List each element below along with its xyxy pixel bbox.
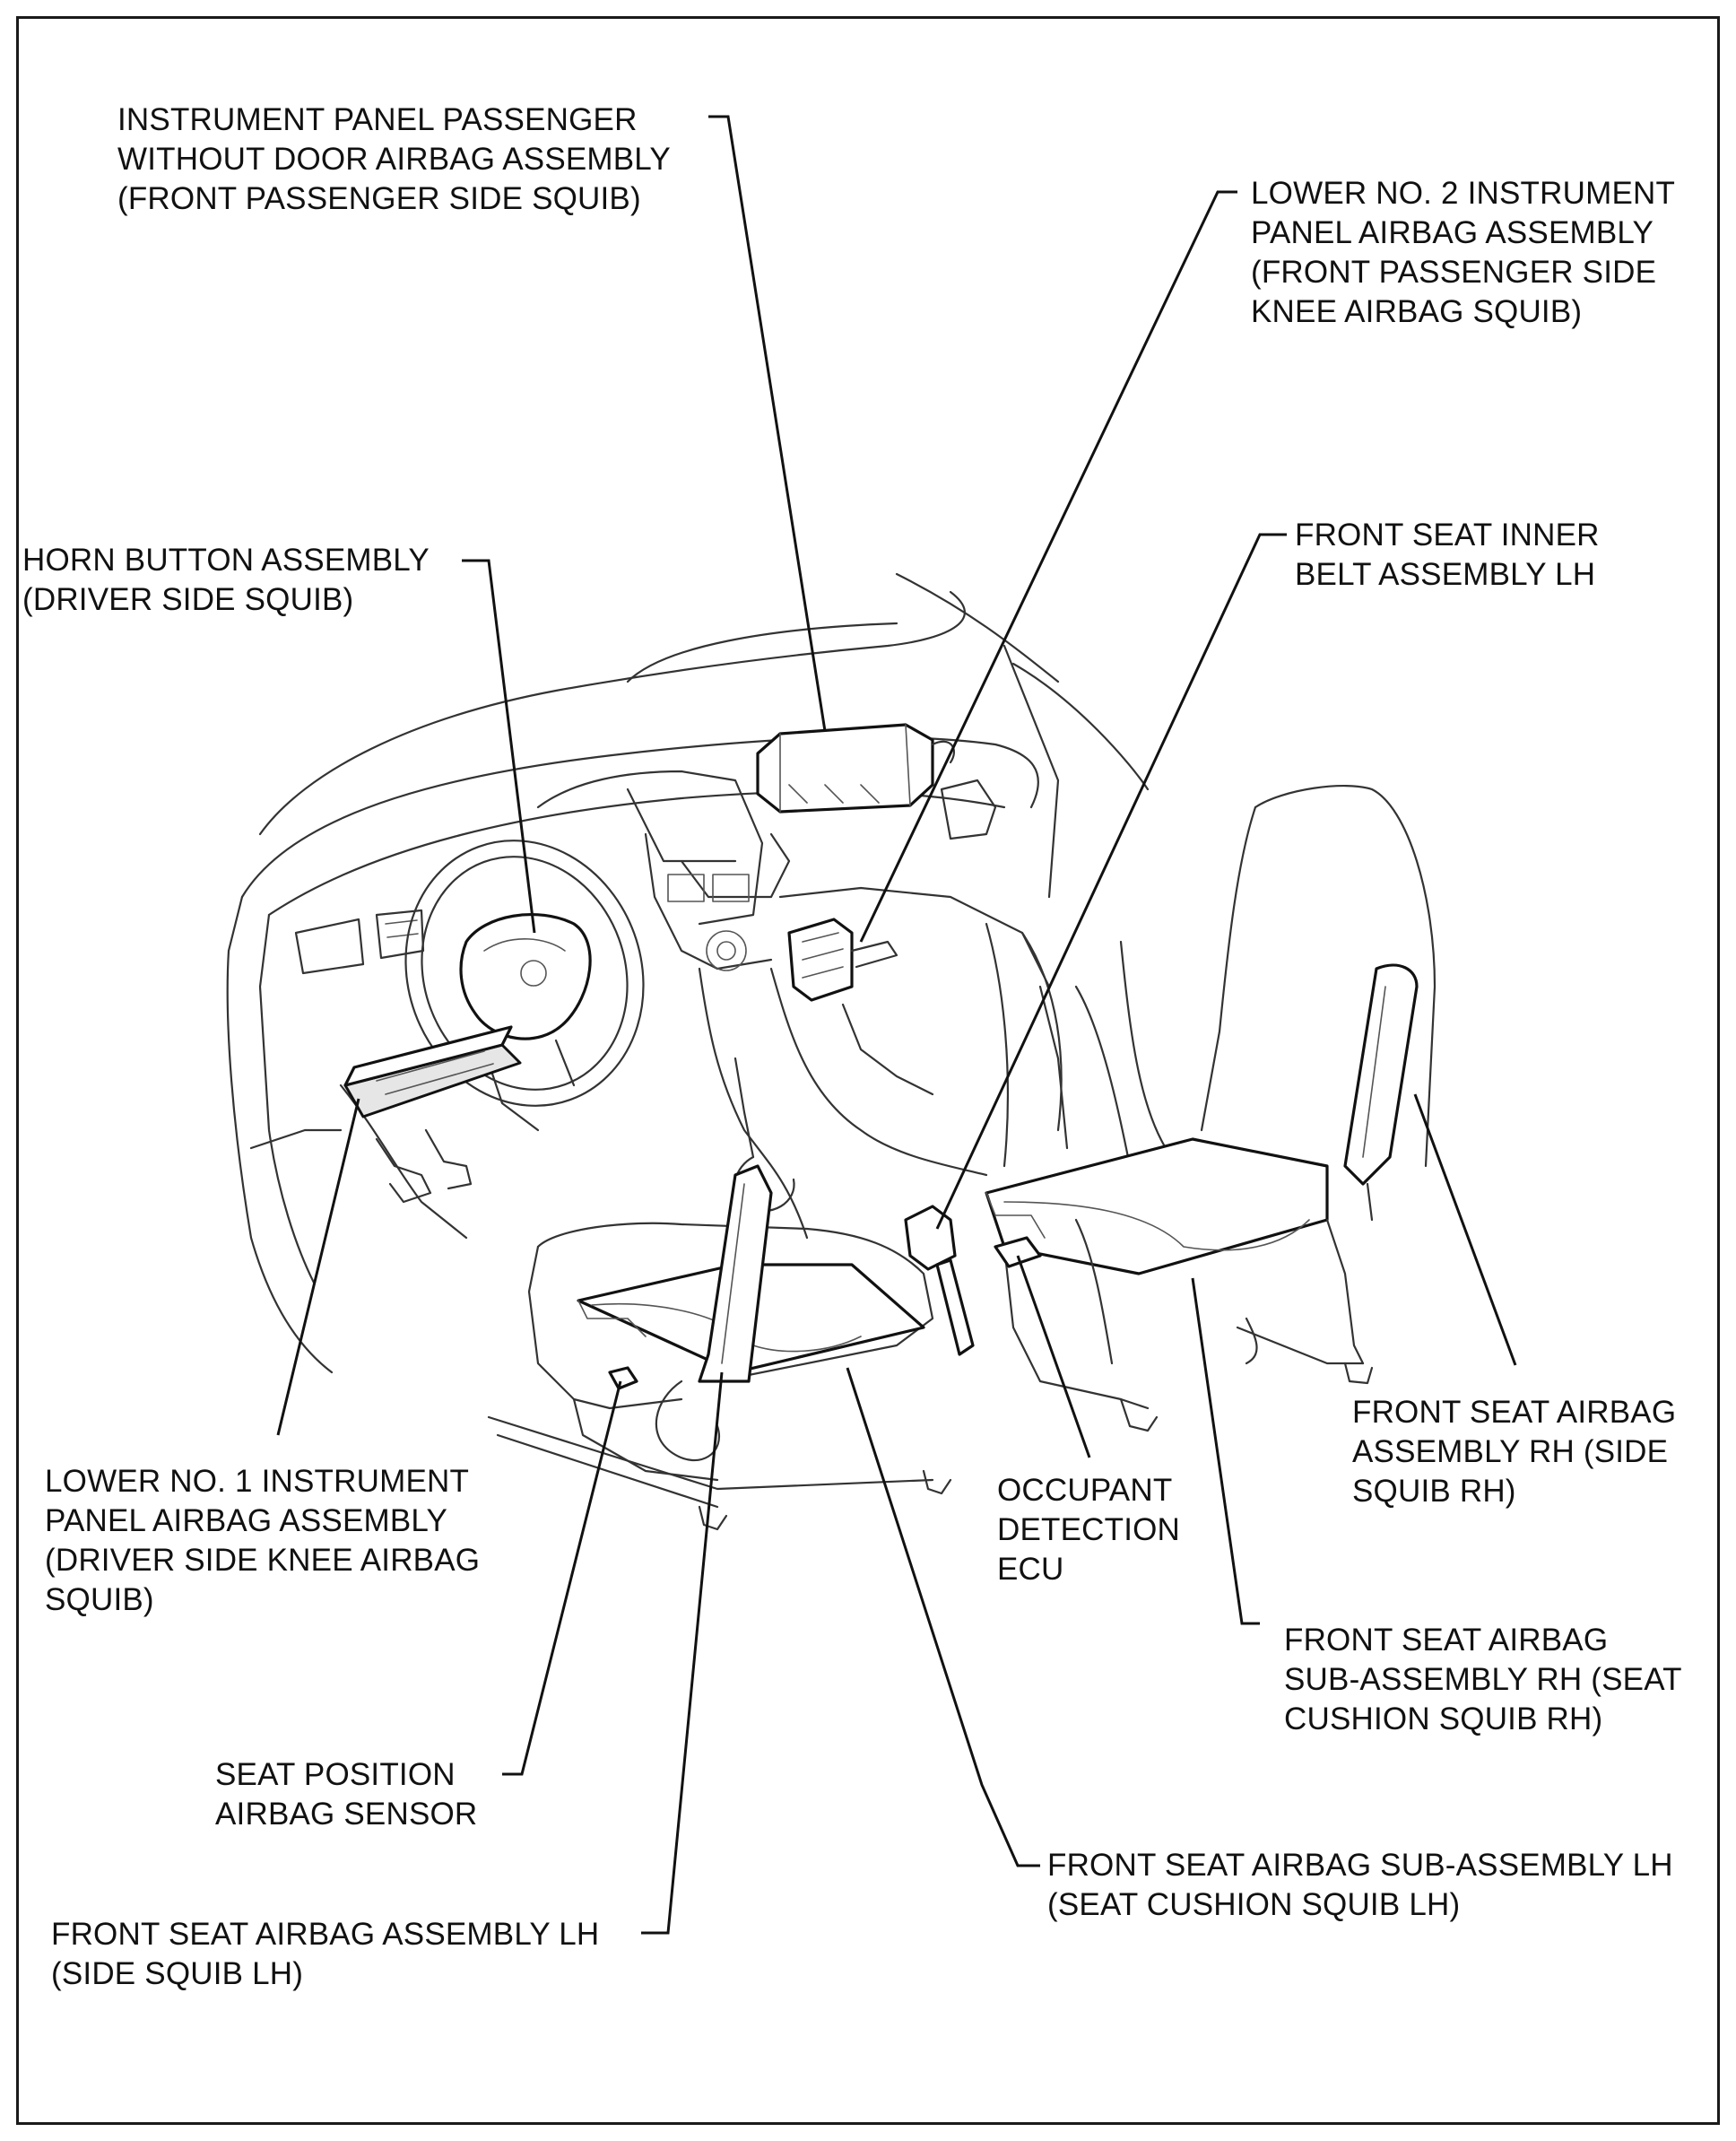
label-lower-no2: LOWER NO. 2 INSTRUMENT PANEL AIRBAG ASSE…: [1251, 176, 1676, 329]
leader-seat-sub-lh: [846, 1367, 1040, 1867]
label-front-seat-airbag-rh: FRONT SEAT AIRBAG ASSEMBLY RH (SIDE SQUI…: [1352, 1395, 1677, 1509]
label-inner-belt: FRONT SEAT INNER BELT ASSEMBLY LH: [1295, 518, 1600, 592]
leader-horn-button: [462, 559, 536, 934]
label-seat-position-sensor: SEAT POSITION AIRBAG SENSOR: [215, 1757, 478, 1832]
label-lower-no1: LOWER NO. 1 INSTRUMENT PANEL AIRBAG ASSE…: [45, 1464, 481, 1617]
driver-seat-lh: [487, 1164, 952, 1531]
label-horn-button: HORN BUTTON ASSEMBLY (DRIVER SIDE SQUIB): [22, 543, 430, 617]
leader-seat-position-sensor: [502, 1380, 622, 1776]
leader-front-seat-airbag-lh: [641, 1371, 724, 1935]
lower-no1-knee-airbag: [343, 1025, 522, 1118]
leader-seat-sub-rh: [1191, 1277, 1260, 1625]
leader-occupant-ecu: [1016, 1255, 1091, 1458]
label-front-seat-airbag-lh: FRONT SEAT AIRBAG ASSEMBLY LH (SIDE SQUI…: [51, 1917, 600, 1991]
leader-inner-belt: [935, 533, 1287, 1230]
label-passenger-airbag: INSTRUMENT PANEL PASSENGER WITHOUT DOOR …: [117, 102, 671, 216]
lower-no2-knee-airbag: [787, 918, 898, 1002]
leader-passenger-airbag: [708, 115, 827, 732]
label-occupant-ecu: OCCUPANT DETECTION ECU: [997, 1473, 1181, 1587]
diagram-frame: [16, 16, 1720, 2125]
passenger-airbag-module: [756, 723, 955, 814]
leader-lower-no1: [276, 1098, 360, 1436]
label-seat-sub-rh: FRONT SEAT AIRBAG SUB-ASSEMBLY RH (SEAT …: [1284, 1623, 1682, 1736]
label-seat-sub-lh: FRONT SEAT AIRBAG SUB-ASSEMBLY LH (SEAT …: [1047, 1848, 1673, 1922]
dashboard-sketch: [226, 572, 1150, 1374]
leader-front-seat-airbag-rh: [1413, 1093, 1517, 1366]
front-seat-inner-belt-lh: [904, 1205, 975, 1356]
leader-lower-no2: [859, 190, 1237, 943]
passenger-seat-rh: [985, 784, 1437, 1432]
leader-lines: [276, 115, 1517, 1935]
